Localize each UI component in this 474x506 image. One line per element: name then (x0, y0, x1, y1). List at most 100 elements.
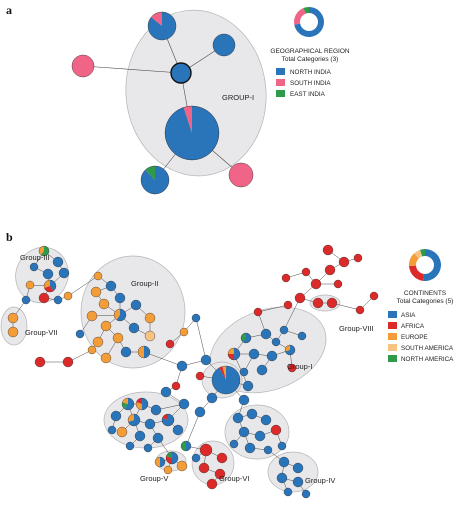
haplotype-node (135, 397, 149, 411)
haplotype-node (120, 346, 132, 358)
panel-b: b Group-I Group-II Group-III Group-IV Gr… (0, 230, 454, 499)
haplotype-node-slice (310, 278, 322, 290)
continent-donut-segment (409, 253, 419, 267)
haplotype-node (179, 327, 189, 337)
haplotype-node (333, 279, 343, 289)
haplotype-node (253, 307, 263, 317)
network-edge (195, 317, 207, 361)
haplotype-node (53, 295, 63, 305)
haplotype-node-slice (171, 381, 181, 391)
haplotype-node-slice (87, 345, 97, 355)
haplotype-node (113, 308, 127, 322)
haplotype-node-outline (161, 413, 175, 427)
haplotype-node-slice (142, 398, 148, 410)
haplotype-node-slice (263, 445, 273, 455)
haplotype-node (86, 310, 98, 322)
network-edge (257, 304, 289, 313)
haplotype-node (198, 462, 210, 474)
haplotype-node-slice (240, 333, 246, 343)
haplotype-node-slice (164, 106, 219, 160)
haplotype-node (206, 392, 218, 404)
haplotype-node-slice (238, 394, 250, 406)
haplotype-node-slice (71, 54, 95, 78)
group-ii-label: Group-II (131, 279, 159, 288)
haplotype-node (7, 326, 19, 338)
haplotype-node-slice (151, 12, 162, 26)
haplotype-node (194, 406, 206, 418)
haplotype-node (171, 381, 181, 391)
haplotype-node-slice (242, 380, 254, 392)
group-vi-label: Group-VI (219, 474, 249, 483)
haplotype-node-slice (297, 331, 307, 341)
haplotype-node (29, 262, 39, 272)
haplotype-node-slice (324, 264, 336, 276)
network-edge (283, 297, 301, 331)
network-edge (82, 65, 182, 74)
haplotype-node (150, 404, 162, 416)
haplotype-node-slice (105, 280, 117, 292)
haplotype-node (127, 413, 141, 427)
haplotype-node-outline (164, 105, 220, 161)
haplotype-node (338, 256, 350, 268)
haplotype-node (191, 453, 201, 463)
haplotype-node (294, 292, 306, 304)
haplotype-node-slice (143, 443, 153, 453)
haplotype-node (165, 339, 175, 349)
haplotype-node (98, 298, 110, 310)
haplotype-node (38, 245, 50, 257)
haplotype-node-slice (152, 432, 164, 444)
group-iv-label: Group-IV (305, 476, 335, 485)
haplotype-node (232, 412, 244, 424)
haplotype-node-slice (183, 106, 192, 133)
haplotype-node (100, 320, 112, 332)
haplotype-node (270, 424, 282, 436)
haplotype-node-outline (227, 347, 241, 361)
haplotype-node (112, 332, 124, 344)
haplotype-node (248, 348, 260, 360)
haplotype-node-slice (7, 312, 19, 324)
haplotype-node (75, 329, 85, 339)
haplotype-node (353, 253, 363, 263)
haplotype-node-highlight (170, 62, 192, 84)
haplotype-node (212, 33, 236, 57)
legend-swatch-europe (388, 333, 397, 340)
network-edge (185, 411, 201, 447)
haplotype-node (324, 264, 336, 276)
haplotype-node-outline (284, 344, 296, 356)
legend-label-asia: ASIA (401, 312, 416, 319)
haplotype-node-slice (270, 424, 282, 436)
haplotype-node (195, 371, 205, 381)
haplotype-node-slice (266, 350, 278, 362)
haplotype-node-slice (21, 295, 31, 305)
haplotype-node-slice (301, 489, 311, 499)
legend-swatch-south-america (388, 344, 397, 351)
haplotype-node-slice (135, 402, 142, 410)
haplotype-node (144, 330, 156, 342)
haplotype-node (242, 380, 254, 392)
haplotype-node-slice (194, 406, 206, 418)
haplotype-node-outline (127, 413, 141, 427)
haplotype-node-slice (234, 348, 240, 360)
haplotype-node (38, 292, 50, 304)
haplotype-node (287, 363, 297, 373)
group-vii-label: Group-VII (25, 328, 58, 337)
haplotype-node (240, 332, 252, 344)
haplotype-node-slice (92, 336, 104, 348)
haplotype-node (34, 356, 46, 368)
haplotype-node-slice (191, 313, 201, 323)
haplotype-node-slice (114, 292, 126, 304)
haplotype-node (114, 292, 126, 304)
haplotype-node (326, 297, 338, 309)
haplotype-node (152, 432, 164, 444)
haplotype-node (260, 328, 272, 340)
haplotype-node-slice (134, 430, 146, 442)
haplotype-node (128, 322, 140, 334)
haplotype-node-slice (312, 297, 324, 309)
haplotype-node (292, 462, 304, 474)
haplotype-node-slice (206, 478, 218, 490)
haplotype-node (238, 394, 250, 406)
geo-donut-segment (294, 7, 324, 37)
group-iv-cluster (267, 451, 319, 493)
continents-donut (409, 249, 441, 281)
haplotype-node-slice (122, 398, 128, 404)
